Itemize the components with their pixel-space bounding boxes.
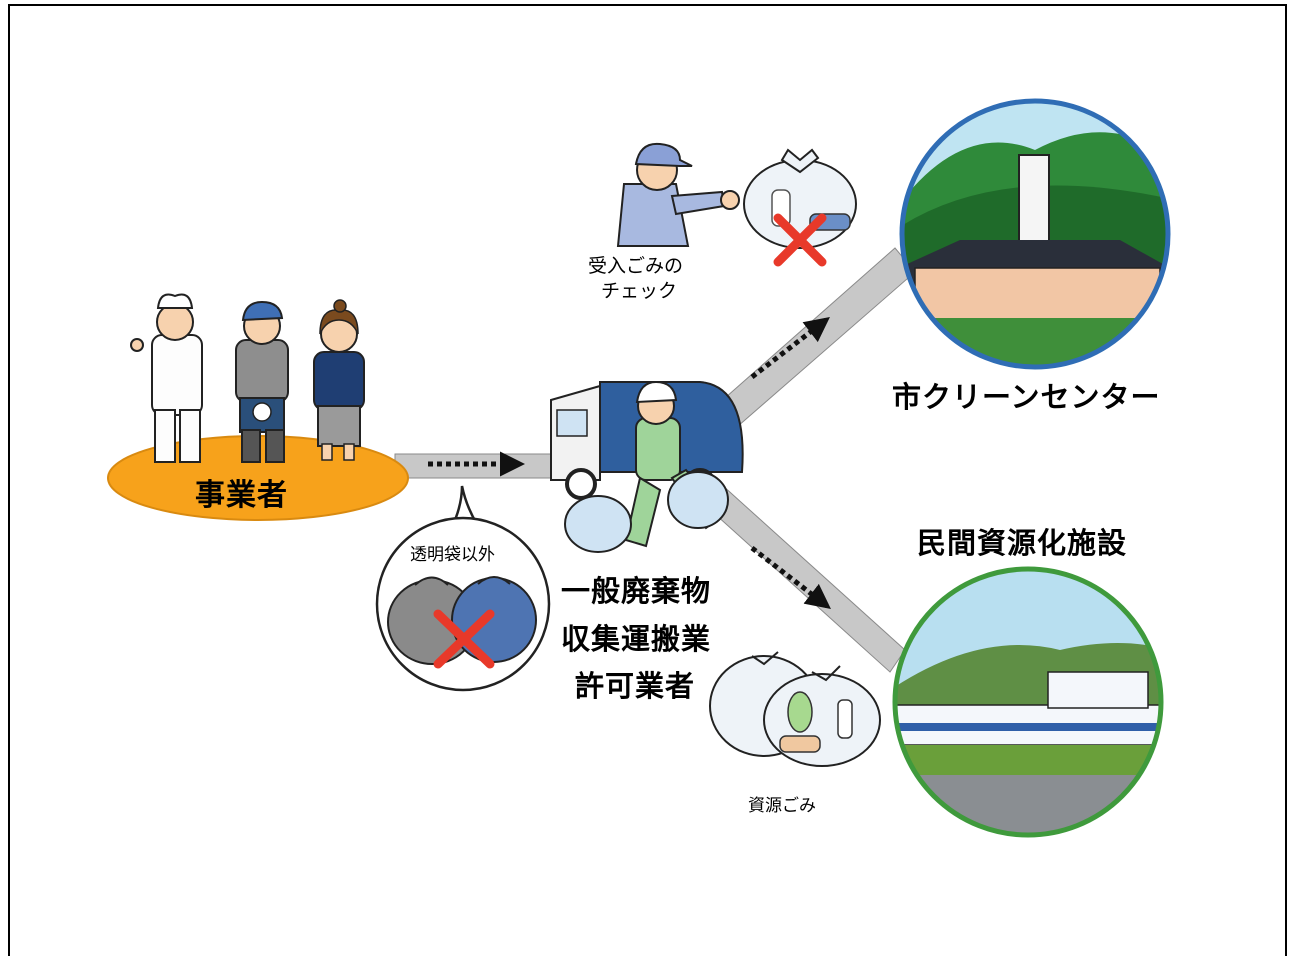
road-to-collector <box>394 453 566 479</box>
private-recycling-facility-illustration <box>892 566 1164 838</box>
collector-label-line1: 一般廃棄物 <box>561 574 712 608</box>
x-mark-checked-bag <box>773 213 827 267</box>
check-label-line1: 受入ごみの <box>588 255 684 277</box>
collector-label-line2: 収集運搬業 <box>561 622 712 656</box>
business-people-illustration <box>130 293 365 463</box>
x-mark-non-clear-bags <box>433 609 495 669</box>
resource-waste-bags <box>709 651 881 767</box>
checked-waste-bag <box>743 148 857 249</box>
city-center-label: 市クリーンセンター <box>892 380 1161 414</box>
collector-worker-illustration <box>564 380 729 553</box>
business-label: 事業者 <box>195 478 288 513</box>
diagram-frame <box>8 4 1287 956</box>
city-clean-center-illustration <box>899 98 1171 370</box>
check-label-line2: チェック <box>601 280 678 302</box>
collector-label-line3: 許可業者 <box>575 669 696 703</box>
resource-waste-label: 資源ごみ <box>748 796 816 816</box>
non-clear-bags-bubble <box>375 485 551 692</box>
road-to-private-facility <box>704 484 906 673</box>
private-facility-label: 民間資源化施設 <box>917 526 1128 560</box>
non-clear-bags-label: 透明袋以外 <box>410 545 495 565</box>
inspector-illustration <box>616 142 740 247</box>
arrow-to-city-center <box>750 316 830 379</box>
arrow-to-private-facility <box>750 546 831 610</box>
